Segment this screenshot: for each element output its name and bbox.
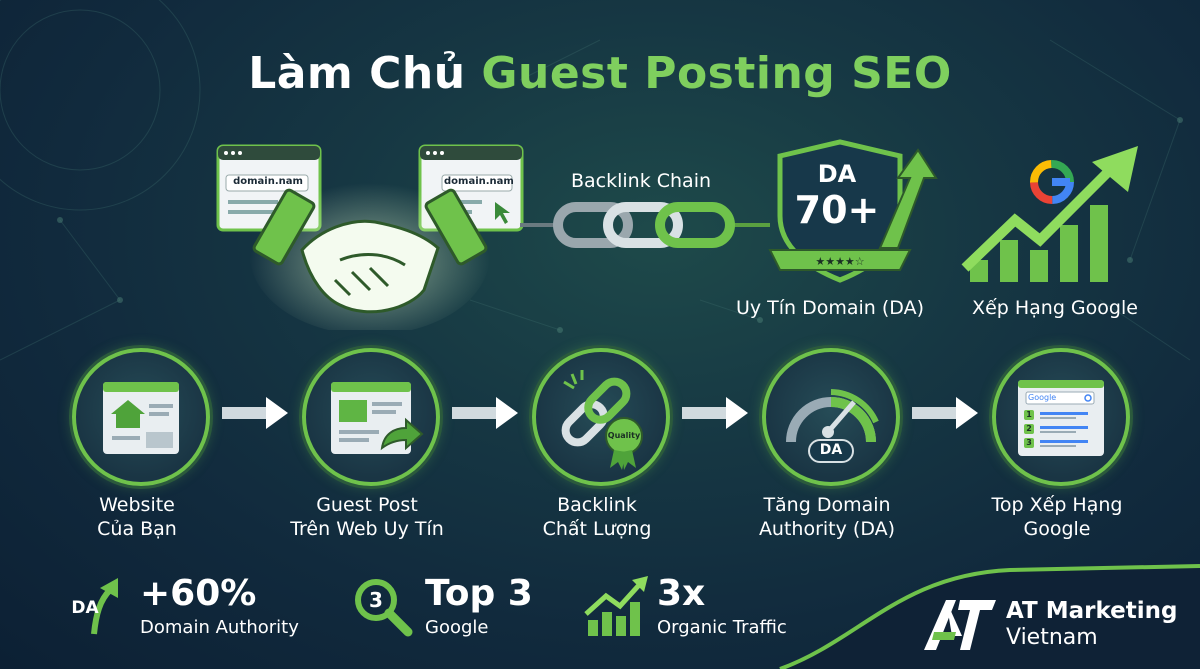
step-label-line1: Tăng Domain — [763, 494, 891, 516]
step-guest-post-circle — [302, 348, 440, 486]
arrow-right-icon — [452, 397, 518, 429]
da-up-arrow-icon — [91, 578, 118, 635]
magnifier-icon — [355, 579, 413, 637]
rating-stars-icon: ★★★★☆ — [815, 255, 864, 268]
step-label-da: Tăng Domain Authority (DA) — [717, 493, 937, 541]
stat-traffic-value: 3x — [657, 573, 706, 614]
stat-rank-icon-text: 3 — [369, 588, 383, 612]
handshake-illustration — [216, 144, 524, 330]
page-title: Làm Chủ Guest Posting SEO — [0, 48, 1200, 99]
step-label-line1: Website — [99, 494, 175, 516]
chain-link-icon — [520, 202, 770, 248]
guest-post-icon — [331, 382, 424, 454]
backlink-chain-label: Backlink Chain — [570, 170, 712, 192]
website-home-icon — [103, 382, 179, 454]
step-label-line2: Của Bạn — [97, 518, 177, 540]
serp-icon — [1018, 380, 1104, 456]
step-label-line2: Authority (DA) — [758, 518, 896, 540]
stat-da-label: Domain Authority — [140, 617, 299, 638]
serp-search-text: Google — [1028, 393, 1057, 402]
step-label-line2: Trên Web Uy Tín — [290, 518, 444, 540]
step-label-guest-post: Guest Post Trên Web Uy Tín — [257, 493, 477, 541]
step-website-circle — [72, 348, 210, 486]
step-label-line2: Google — [1023, 518, 1091, 540]
brand-subtitle: Vietnam — [1006, 625, 1098, 650]
da-badge-text: DA — [819, 442, 843, 458]
shield-da-icon: ★★★★☆ — [768, 139, 938, 283]
shield-value-text: 70+ — [794, 188, 880, 232]
step-label-line1: Guest Post — [316, 494, 418, 516]
stat-da-icon-text: DA — [71, 598, 99, 618]
brand-name: AT Marketing — [1006, 598, 1178, 624]
da-label: Uy Tín Domain (DA) — [735, 297, 925, 319]
step-label-backlink: Backlink Chất Lượng — [487, 493, 707, 541]
shield-da-text: DA — [817, 160, 857, 188]
stat-rank-label: Google — [425, 617, 489, 638]
window-right-url: domain.nam — [444, 176, 514, 187]
rank-1-text: 1 — [1026, 410, 1032, 419]
title-white-part: Làm Chủ — [248, 48, 466, 99]
google-logo-icon — [1030, 160, 1074, 204]
step-label-line1: Backlink — [557, 494, 637, 516]
stat-rank-value: Top 3 — [425, 573, 533, 614]
google-growth-icon — [961, 146, 1138, 282]
quality-badge-text: Quality — [607, 431, 641, 440]
step-label-google: Top Xếp Hạng Google — [947, 493, 1167, 541]
google-label: Xếp Hạng Google — [972, 297, 1138, 319]
rank-3-text: 3 — [1026, 438, 1032, 447]
step-backlink-circle: Quality — [532, 348, 670, 486]
arrow-right-icon — [682, 397, 748, 429]
step-google-circle: Google 1 2 3 — [992, 348, 1130, 486]
step-label-line2: Chất Lượng — [542, 518, 652, 540]
step-da-circle: DA — [762, 348, 900, 486]
stat-traffic-label: Organic Traffic — [657, 617, 787, 638]
arrow-right-icon — [912, 397, 978, 429]
step-label-line1: Top Xếp Hạng — [991, 494, 1123, 516]
stat-da-value: +60% — [140, 573, 257, 614]
title-green-part: Guest Posting SEO — [481, 48, 952, 99]
arrow-right-icon — [222, 397, 288, 429]
traffic-growth-icon — [584, 576, 648, 636]
window-left-url: domain.nam — [233, 176, 303, 187]
step-label-website: Website Của Bạn — [27, 493, 247, 541]
speedometer-icon — [786, 389, 879, 463]
brand-logo-icon — [924, 600, 996, 650]
quality-link-icon — [561, 370, 643, 470]
handshake-icon — [252, 188, 488, 314]
rank-2-text: 2 — [1026, 424, 1032, 433]
